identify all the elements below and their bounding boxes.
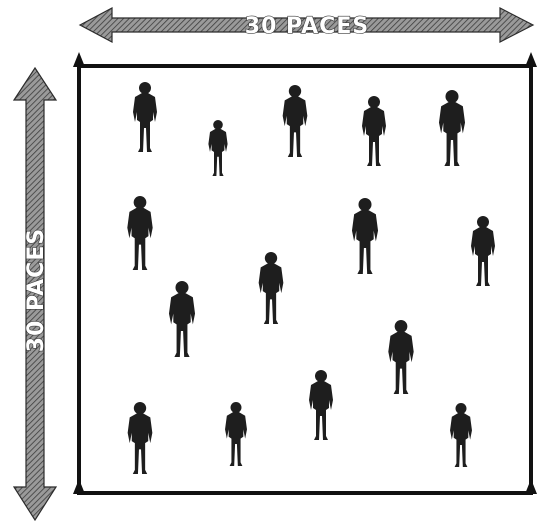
top-arrow-label: 30 PACES: [245, 14, 369, 39]
corner-marker-bottom-right: [525, 479, 537, 494]
person-figure: [127, 196, 152, 270]
person-figure: [225, 402, 247, 466]
person-figure: [309, 370, 333, 440]
person-figure: [388, 320, 413, 394]
corner-marker-top-left: [73, 52, 85, 67]
person-figure: [133, 82, 157, 152]
corner-marker-top-right: [525, 52, 537, 67]
person-figure: [208, 120, 227, 176]
person-figure: [352, 198, 378, 274]
person-figure: [169, 281, 195, 357]
person-figure: [450, 403, 472, 467]
person-figure: [259, 252, 284, 324]
person-figure: [362, 96, 386, 166]
person-figure: [471, 216, 495, 286]
side-arrow-label: 30 PACES: [24, 228, 49, 352]
people-group: [127, 82, 495, 474]
corner-marker-bottom-left: [73, 479, 85, 494]
person-figure: [283, 85, 308, 157]
top-width-arrow: 30 PACES: [80, 8, 533, 42]
person-figure: [439, 90, 465, 166]
side-height-arrow: 30 PACES: [14, 68, 56, 520]
person-figure: [128, 402, 153, 474]
